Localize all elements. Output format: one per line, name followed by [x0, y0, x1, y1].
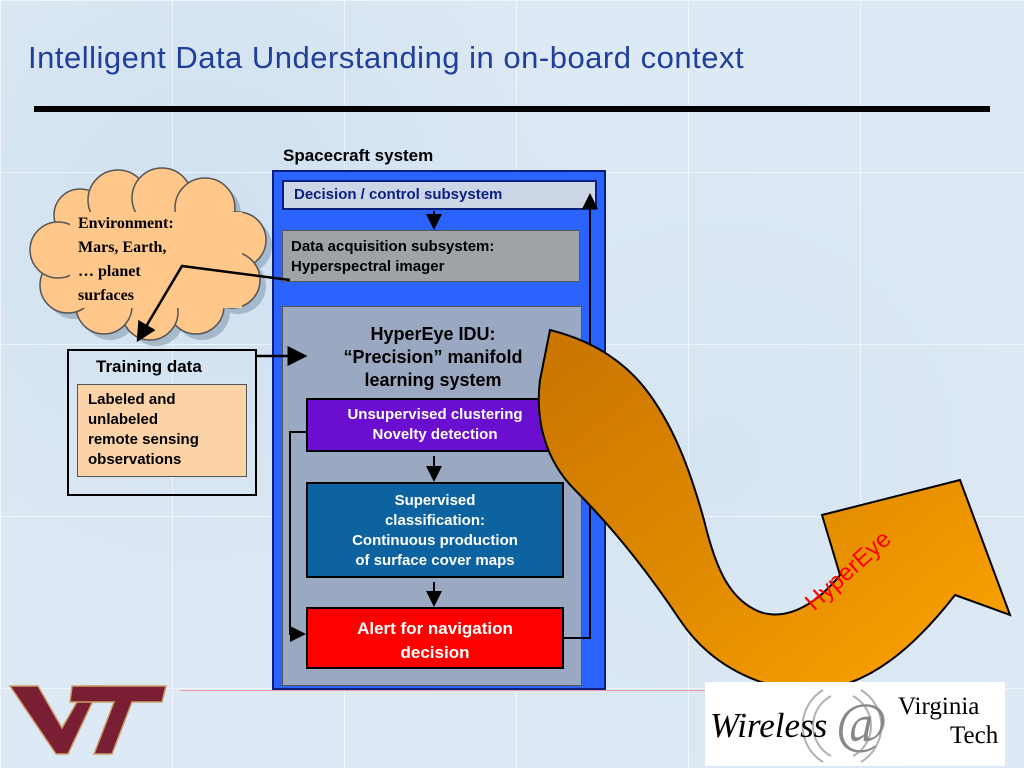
alert-to-decision-loop	[564, 193, 598, 639]
cloud-to-acquisition-line	[136, 264, 291, 343]
vt-logo	[8, 685, 167, 755]
alert-line-2: decision	[400, 643, 470, 662]
unsup-line-1: Unsupervised clustering	[347, 406, 523, 423]
labeled-line-4: observations	[88, 451, 182, 468]
labeled-observations-box: Labeled and unlabeled remote sensing obs…	[77, 384, 247, 477]
spacecraft-system-label: Spacecraft system	[283, 146, 434, 165]
sup-line-4: of surface cover maps	[355, 552, 515, 569]
environment-line-1: Environment:	[78, 215, 174, 232]
acquisition-line-2: Hyperspectral imager	[291, 258, 445, 275]
sup-line-1: Supervised	[394, 492, 476, 509]
data-acquisition-subsystem: Data acquisition subsystem: Hyperspectra…	[282, 230, 580, 282]
idu-title-line-1: HyperEye IDU:	[370, 324, 496, 344]
labeled-line-2: unlabeled	[88, 411, 159, 428]
wireless-wordmark: Wireless	[710, 706, 828, 745]
supervised-classification-box: Supervised classification: Continuous pr…	[306, 482, 564, 578]
hypereye-idu-title: HyperEye IDU: “Precision” manifold learn…	[300, 323, 566, 392]
alert-navigation-box: Alert for navigation decision	[306, 607, 564, 669]
environment-line-4: surfaces	[78, 287, 134, 304]
sup-line-3: Continuous production	[352, 532, 518, 549]
alert-line-1: Alert for navigation	[357, 619, 513, 638]
labeled-line-3: remote sensing	[88, 431, 199, 448]
sup-line-2: classification:	[384, 512, 486, 529]
decision-control-subsystem: Decision / control subsystem	[282, 180, 597, 210]
environment-text: Environment: Mars, Earth, … planet surfa…	[78, 212, 218, 308]
labeled-line-1: Labeled and	[88, 391, 176, 408]
wireless-signal-arcs	[801, 689, 883, 763]
training-data-label: Training data	[96, 357, 202, 376]
environment-line-2: Mars, Earth,	[78, 239, 167, 256]
tech-wordmark: Tech	[950, 722, 999, 749]
environment-line-3: … planet	[78, 263, 141, 280]
unsup-line-2: Novelty detection	[372, 426, 498, 443]
idu-title-line-2: “Precision” manifold	[343, 347, 523, 367]
idu-title-line-3: learning system	[364, 370, 502, 390]
footer-divider	[180, 690, 705, 691]
acquisition-line-1: Data acquisition subsystem:	[291, 238, 495, 255]
training-data-box	[67, 349, 257, 496]
unsupervised-clustering-box: Unsupervised clustering Novelty detectio…	[306, 398, 564, 452]
slide-title: Intelligent Data Understanding in on-boa…	[28, 40, 745, 75]
unsup-to-alert-loop	[289, 431, 306, 642]
hypereye-arrow	[537, 328, 1012, 692]
virginia-wordmark: Virginia	[898, 693, 980, 720]
title-rule	[34, 106, 990, 112]
environment-cloud-fill	[70, 212, 242, 308]
at-sign: @	[836, 693, 888, 755]
